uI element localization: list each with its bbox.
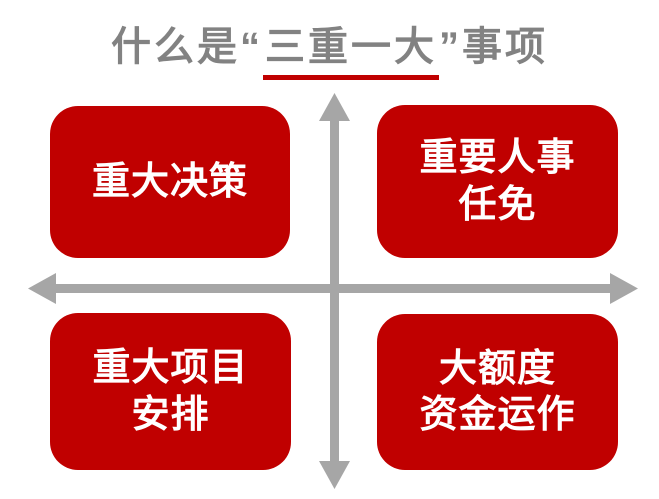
up-arrowhead-icon — [319, 93, 350, 121]
left-arrowhead-icon — [28, 273, 56, 304]
quadrant-label-line: 大额度 — [438, 347, 556, 390]
quadrant-large-fund-operations: 大额度 资金运作 — [377, 314, 618, 470]
title-prefix: 什么是 — [111, 25, 240, 69]
right-arrowhead-icon — [610, 273, 638, 304]
page-title: 什么是“三重一大”事项 — [0, 14, 659, 80]
title-highlight-underlined: 三重一大 — [263, 14, 439, 80]
quadrant-major-project-arrangements: 重大项目 安排 — [50, 313, 291, 470]
title-close-quote: ” — [439, 25, 462, 69]
quadrant-major-decisions: 重大决策 — [50, 106, 290, 258]
quadrant-label-line: 任免 — [458, 183, 537, 226]
down-arrowhead-icon — [319, 461, 350, 489]
quadrant-label-line: 安排 — [131, 393, 210, 436]
quadrant-label-line: 重要人事 — [419, 137, 576, 180]
horizontal-axis-shaft — [53, 284, 611, 293]
quadrant-label-line: 资金运作 — [419, 394, 576, 436]
quadrant-label-line: 重大决策 — [91, 160, 248, 203]
quadrant-label-line: 重大项目 — [92, 347, 249, 390]
title-suffix: 事项 — [462, 25, 548, 69]
quadrant-important-personnel-appointments: 重要人事 任免 — [377, 105, 618, 258]
title-open-quote: “ — [240, 25, 263, 69]
